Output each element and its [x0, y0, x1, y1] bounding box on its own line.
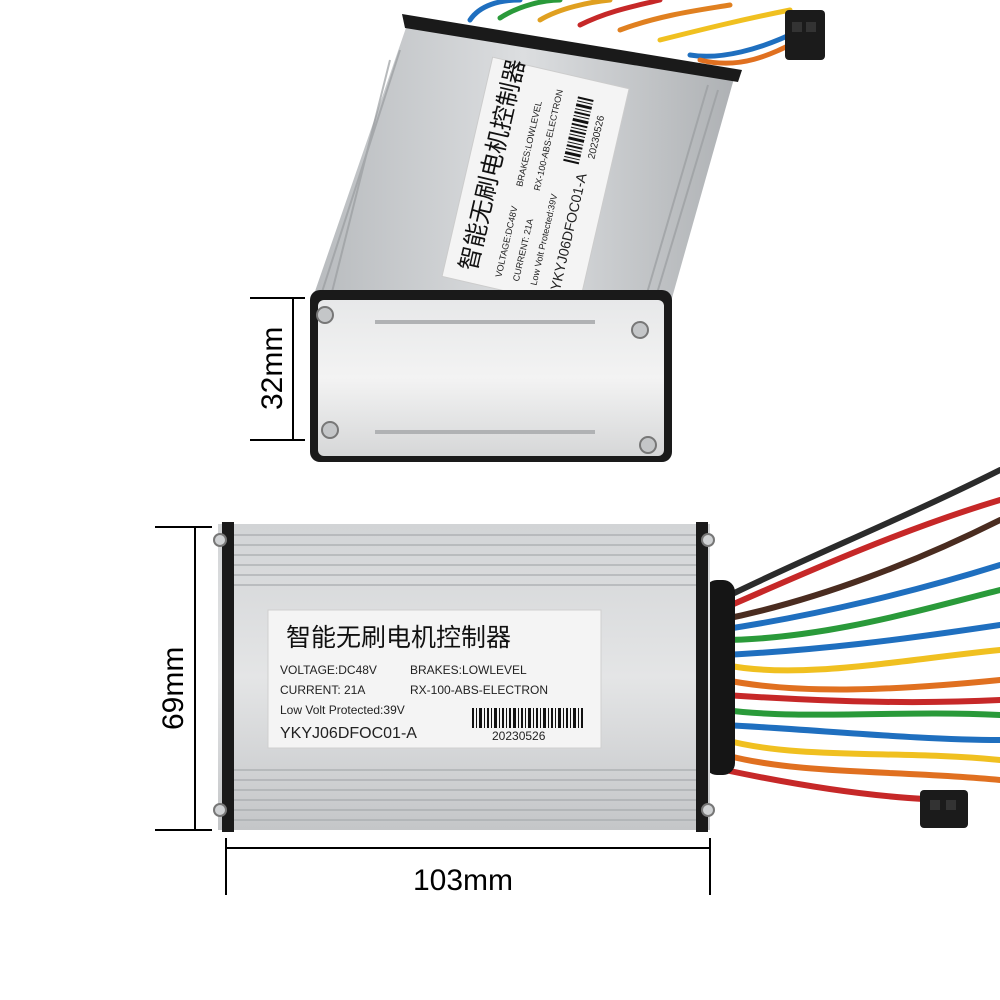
height-dimension	[250, 297, 305, 441]
bottom-label-barcode-number: 20230526	[492, 729, 546, 743]
top-front-face	[318, 300, 664, 456]
top-wires	[467, 0, 803, 66]
height-dimension-label: 32mm	[256, 327, 289, 410]
length-dimension	[225, 838, 711, 895]
bottom-label-title: 智能无刷电机控制器	[286, 623, 511, 652]
bottom-label-lowvolt: Low Volt Protected:39V	[280, 703, 405, 717]
bottom-label-model: RX-100-ABS-ELECTRON	[410, 683, 548, 697]
side-dimension-label: 69mm	[157, 647, 190, 730]
bottom-label-barcode	[472, 708, 583, 728]
bottom-screws	[213, 533, 715, 817]
bottom-right-cap	[696, 522, 708, 832]
length-dimension-label: 103mm	[413, 864, 513, 897]
bottom-controller: 智能无刷电机控制器 VOLTAGE:DC48V BRAKES:LOWLEVEL …	[213, 467, 1000, 832]
side-dimension	[155, 526, 212, 831]
bottom-label: 智能无刷电机控制器 VOLTAGE:DC48V BRAKES:LOWLEVEL …	[267, 609, 602, 749]
bottom-label-serial: YKYJ06DFOC01-A	[280, 725, 417, 742]
bottom-left-cap	[222, 522, 234, 832]
bottom-label-brakes: BRAKES:LOWLEVEL	[410, 663, 527, 677]
top-screws	[316, 306, 657, 454]
top-back-cap	[402, 14, 742, 82]
bottom-label-voltage: VOLTAGE:DC48V	[280, 663, 377, 677]
top-label-barcode	[563, 96, 594, 165]
top-controller: 智能无刷电机控制器 VOLTAGE:DC48V BRAKES:LOWLEVEL …	[310, 0, 825, 462]
cable-grommet	[705, 580, 735, 775]
bottom-label-current: CURRENT: 21A	[280, 683, 365, 697]
bottom-wires	[717, 467, 1000, 803]
bottom-connector	[920, 790, 968, 828]
top-connector	[785, 10, 825, 60]
